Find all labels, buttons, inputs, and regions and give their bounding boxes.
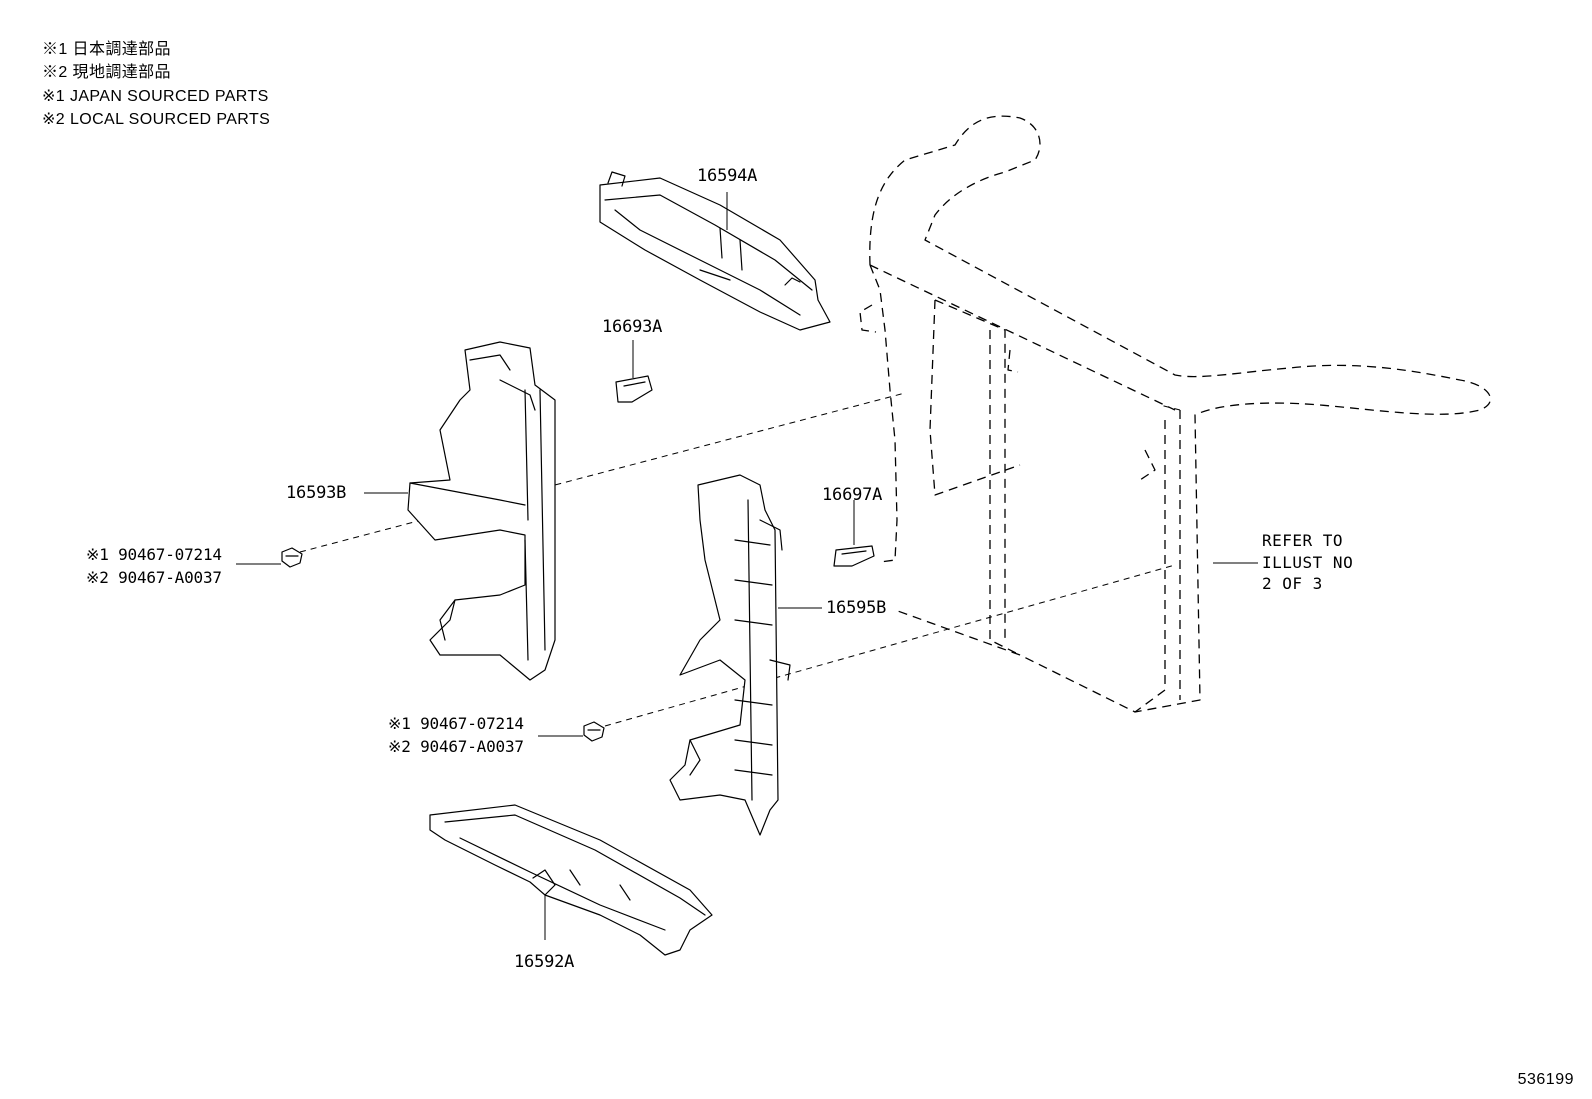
clip-lower-part-1[interactable]: ※1 90467-07214 (388, 714, 524, 733)
part-label-16595B[interactable]: 16595B (826, 598, 887, 618)
illustration-number: 536199 (1517, 1071, 1574, 1088)
clip-lower-icon (583, 721, 605, 742)
part-label-16693A[interactable]: 16693A (602, 317, 663, 337)
refer-line: ILLUST NO (1262, 552, 1354, 572)
part-16593B-shape (407, 341, 556, 681)
clip-upper-icon (281, 547, 303, 568)
radiator-support-outline (859, 115, 1492, 713)
part-16595B-shape (669, 474, 791, 836)
note-line: ※2 現地調達部品 (42, 64, 171, 82)
part-label-16592A[interactable]: 16592A (514, 952, 575, 972)
clip-lower-labels: ※1 90467-07214 ※2 90467-A0037 (388, 712, 524, 758)
sourcing-notes: ※1 日本調達部品 ※2 現地調達部品 ※1 JAPAN SOURCED PAR… (42, 38, 270, 132)
note-line: ※1 JAPAN SOURCED PARTS (42, 87, 269, 105)
clip-upper-part-2[interactable]: ※2 90467-A0037 (86, 568, 222, 587)
part-label-16594A[interactable]: 16594A (697, 166, 758, 186)
refer-line: 2 OF 3 (1262, 574, 1323, 593)
assembly-line-lower (604, 564, 1176, 727)
clip-lower-part-2[interactable]: ※2 90467-A0037 (388, 737, 524, 756)
clip-upper-labels: ※1 90467-07214 ※2 90467-A0037 (86, 543, 222, 589)
part-16697A-shape (833, 545, 875, 567)
part-16592A-shape (429, 804, 713, 956)
part-16594A-shape (599, 171, 831, 331)
refer-note[interactable]: REFER TO ILLUST NO 2 OF 3 (1262, 530, 1353, 595)
assembly-line-upper (299, 392, 906, 553)
part-16693A-shape (615, 375, 653, 403)
clip-upper-part-1[interactable]: ※1 90467-07214 (86, 545, 222, 564)
refer-line: REFER TO (1262, 531, 1344, 550)
part-label-16593B[interactable]: 16593B (286, 483, 347, 503)
note-line: ※2 LOCAL SOURCED PARTS (42, 111, 271, 129)
note-line: ※1 日本調達部品 (42, 41, 171, 58)
part-label-16697A[interactable]: 16697A (822, 485, 883, 505)
